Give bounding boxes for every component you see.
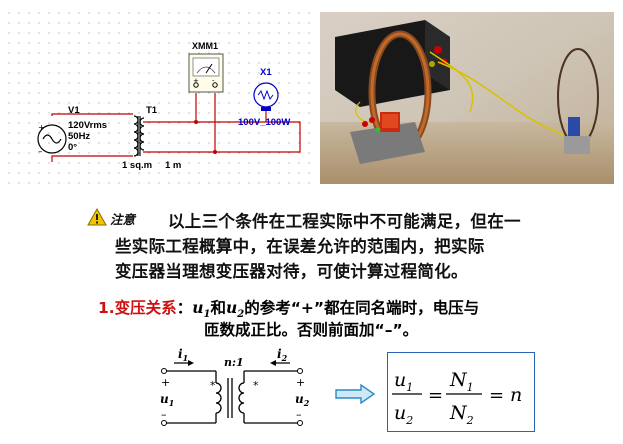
section-1-text-a: 的参考“+”都在同名端时，电压与 <box>244 299 480 317</box>
section-1-line-1: 1.变压关系：u1和u2的参考“+”都在同名端时，电压与 <box>98 296 479 320</box>
turns-ratio: n:1 <box>224 356 244 369</box>
and-word: 和 <box>210 299 226 317</box>
u1-minus: – <box>161 408 167 421</box>
experiment-photo <box>320 12 614 184</box>
multimeter-icon <box>188 53 224 93</box>
svg-text:=: = <box>489 385 504 406</box>
svg-text:=: = <box>428 385 443 406</box>
svg-text:n: n <box>510 384 522 406</box>
svg-text:u2: u2 <box>394 402 413 427</box>
u1-label: u1 <box>160 392 174 408</box>
v1-voltage: 120Vrms <box>68 120 107 131</box>
implies-arrow-icon <box>335 384 375 404</box>
ideal-transformer-diagram: i1 i2 n:1 * * + u1 – + u2 – <box>160 347 310 426</box>
note-line-3: 变压器当理想变压器对待，可使计算过程简化。 <box>115 262 468 281</box>
v1-label: V1 <box>68 105 80 116</box>
x1-label: X1 <box>260 67 272 78</box>
lamp-icon <box>253 82 279 111</box>
section-1-title: 1.变压关系 <box>98 299 177 317</box>
circuit-schematic: + – V1 120Vrms 50Hz 0° T1 1 sq.m 1 m XMM… <box>8 12 311 190</box>
current-i1: i1 <box>178 347 188 363</box>
coil-base-board <box>350 112 425 164</box>
u2-minus: – <box>296 408 302 421</box>
section-1-colon: ： <box>176 299 193 317</box>
transformer-icon <box>133 115 145 157</box>
meter-minus-terminal: - <box>212 77 215 85</box>
svg-text:N1: N1 <box>449 369 474 394</box>
note-line-2: 些实际工程概算中，在误差允许的范围内，把实际 <box>115 237 485 256</box>
dot-secondary: * <box>253 379 259 392</box>
t1-core-area: 1 sq.m <box>122 160 152 171</box>
turns-ratio-formula: u1 u2 N1 N2 n = = <box>392 369 522 427</box>
current-i2: i2 <box>277 347 288 363</box>
formula-box: u1 u2 N1 N2 n = = <box>387 352 535 432</box>
ac-source-icon: + – <box>37 123 67 157</box>
power-supply-icon <box>335 20 450 107</box>
svg-text:N2: N2 <box>449 402 474 427</box>
u2-plus: + <box>296 376 305 389</box>
svg-text:+: + <box>38 123 45 132</box>
secondary-coil-icon <box>557 48 599 154</box>
xmm-label: XMM1 <box>192 41 218 51</box>
lamp-rating: 100V_100W <box>238 117 290 128</box>
v1-phase: 0° <box>68 142 77 153</box>
svg-text:–: – <box>38 147 43 157</box>
u2-label: u2 <box>295 392 310 408</box>
u1-plus: + <box>161 376 170 389</box>
svg-text:u1: u1 <box>394 369 413 394</box>
section-1-line-2: 匝数成正比。否则前面加“–”。 <box>204 321 419 339</box>
warning-icon <box>87 207 107 226</box>
t1-length: 1 m <box>165 160 181 171</box>
note-line-1: 以上三个条件在工程实际中不可能满足，但在一 <box>168 212 521 231</box>
var-u2: u2 <box>225 298 245 321</box>
v1-frequency: 50Hz <box>68 131 90 142</box>
t1-label: T1 <box>146 105 158 116</box>
meter-plus-terminal: + <box>193 77 199 85</box>
var-u1: u1 <box>192 298 211 321</box>
dot-primary: * <box>210 379 216 392</box>
note-badge: 注意 <box>110 212 136 227</box>
